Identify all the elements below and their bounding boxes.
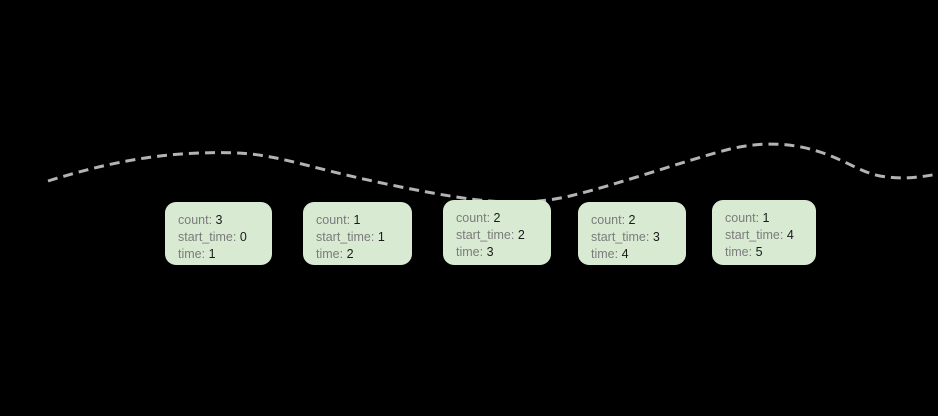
card-field-label: time: <box>456 245 484 259</box>
card-field-row: count: 2 <box>591 212 674 229</box>
card-field-label: count: <box>725 211 760 225</box>
card-field-label: start_time: <box>178 230 237 244</box>
card-field-row: start_time: 1 <box>316 229 400 246</box>
card-field-label: time: <box>316 247 344 261</box>
card-field-label: time: <box>178 247 206 261</box>
card-field-label: start_time: <box>591 230 650 244</box>
card-field-value: 1 <box>377 230 385 244</box>
card-field-value: 2 <box>493 211 501 225</box>
card-field-row: time: 2 <box>316 246 400 263</box>
card-field-row: start_time: 2 <box>456 227 539 244</box>
card-field-value: 2 <box>346 247 354 261</box>
card-field-row: count: 2 <box>456 210 539 227</box>
card-field-value: 3 <box>486 245 494 259</box>
card-field-value: 1 <box>208 247 216 261</box>
card-field-row: count: 1 <box>725 210 804 227</box>
card-field-label: count: <box>456 211 491 225</box>
card-field-label: count: <box>178 213 213 227</box>
card-field-label: count: <box>591 213 626 227</box>
card-field-label: time: <box>725 245 753 259</box>
card-field-value: 4 <box>621 247 629 261</box>
card-field-value: 5 <box>755 245 763 259</box>
card-field-value: 1 <box>353 213 361 227</box>
card-field-value: 4 <box>786 228 794 242</box>
card-field-row: time: 1 <box>178 246 260 263</box>
card-field-row: start_time: 3 <box>591 229 674 246</box>
trend-curve-path <box>47 142 938 204</box>
card-field-row: start_time: 4 <box>725 227 804 244</box>
card-field-row: time: 5 <box>725 244 804 261</box>
card-field-label: start_time: <box>456 228 515 242</box>
card-field-row: count: 1 <box>316 212 400 229</box>
card-field-label: time: <box>591 247 619 261</box>
card-field-row: time: 4 <box>591 246 674 263</box>
card-field-value: 2 <box>628 213 636 227</box>
card-field-row: time: 3 <box>456 244 539 261</box>
card-field-value: 2 <box>517 228 525 242</box>
card-field-label: start_time: <box>316 230 375 244</box>
card-field-value: 3 <box>652 230 660 244</box>
card-field-label: count: <box>316 213 351 227</box>
card-field-row: start_time: 0 <box>178 229 260 246</box>
card-field-value: 3 <box>215 213 223 227</box>
card-field-value: 1 <box>762 211 770 225</box>
card-field-label: start_time: <box>725 228 784 242</box>
card-field-value: 0 <box>239 230 247 244</box>
card-field-row: count: 3 <box>178 212 260 229</box>
